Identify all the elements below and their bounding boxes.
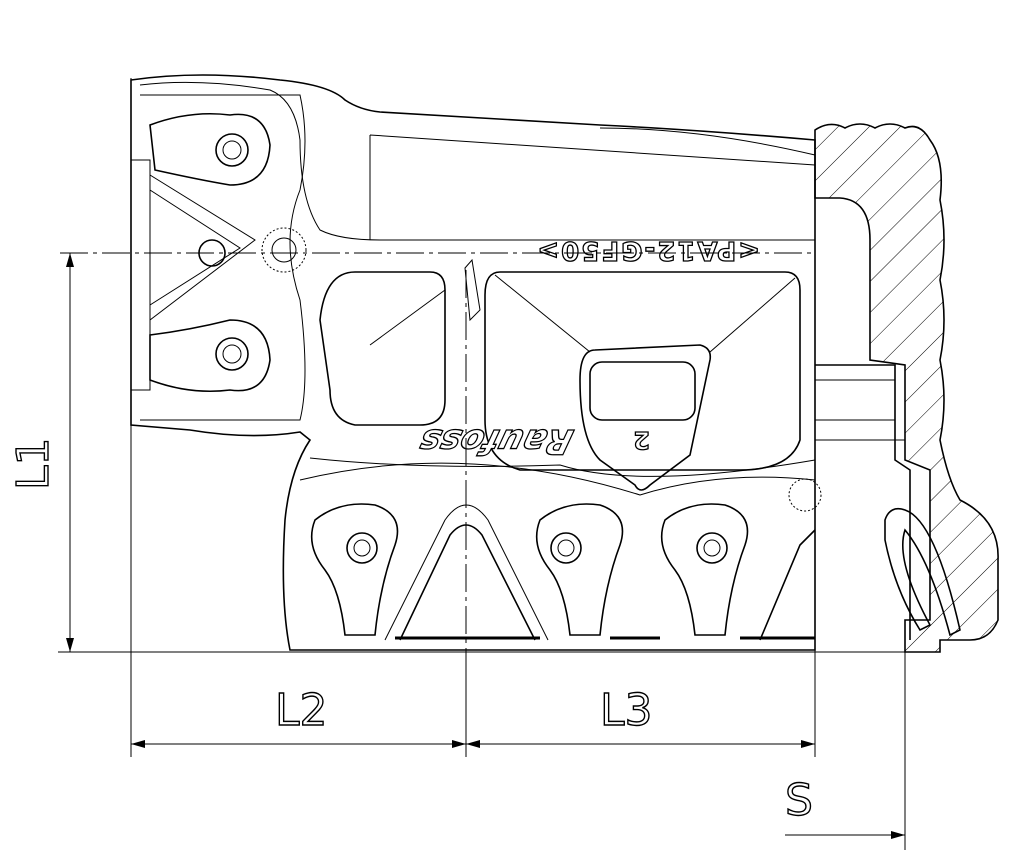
manifold-body	[130, 74, 961, 651]
material-marking: <PA12-GF50>	[535, 235, 760, 265]
dimension-l3: L3	[466, 684, 815, 748]
dimension-s: S	[784, 774, 905, 839]
dimension-label-l1: L1	[8, 437, 59, 490]
brand-marking: Raufoss	[415, 421, 577, 460]
extension-lines	[130, 78, 906, 850]
dimension-label-l2: L2	[275, 685, 328, 736]
wall-section	[814, 123, 999, 653]
dimension-l1: L1	[7, 253, 74, 652]
bottom-clips	[299, 462, 816, 641]
part-markings: <PA12-GF50> Raufoss 2	[414, 234, 760, 461]
dimension-l2: L2	[131, 684, 466, 748]
dimension-label-s: S	[785, 775, 813, 826]
cavity-number: 2	[633, 426, 650, 454]
dimension-label-l3: L3	[600, 685, 653, 736]
